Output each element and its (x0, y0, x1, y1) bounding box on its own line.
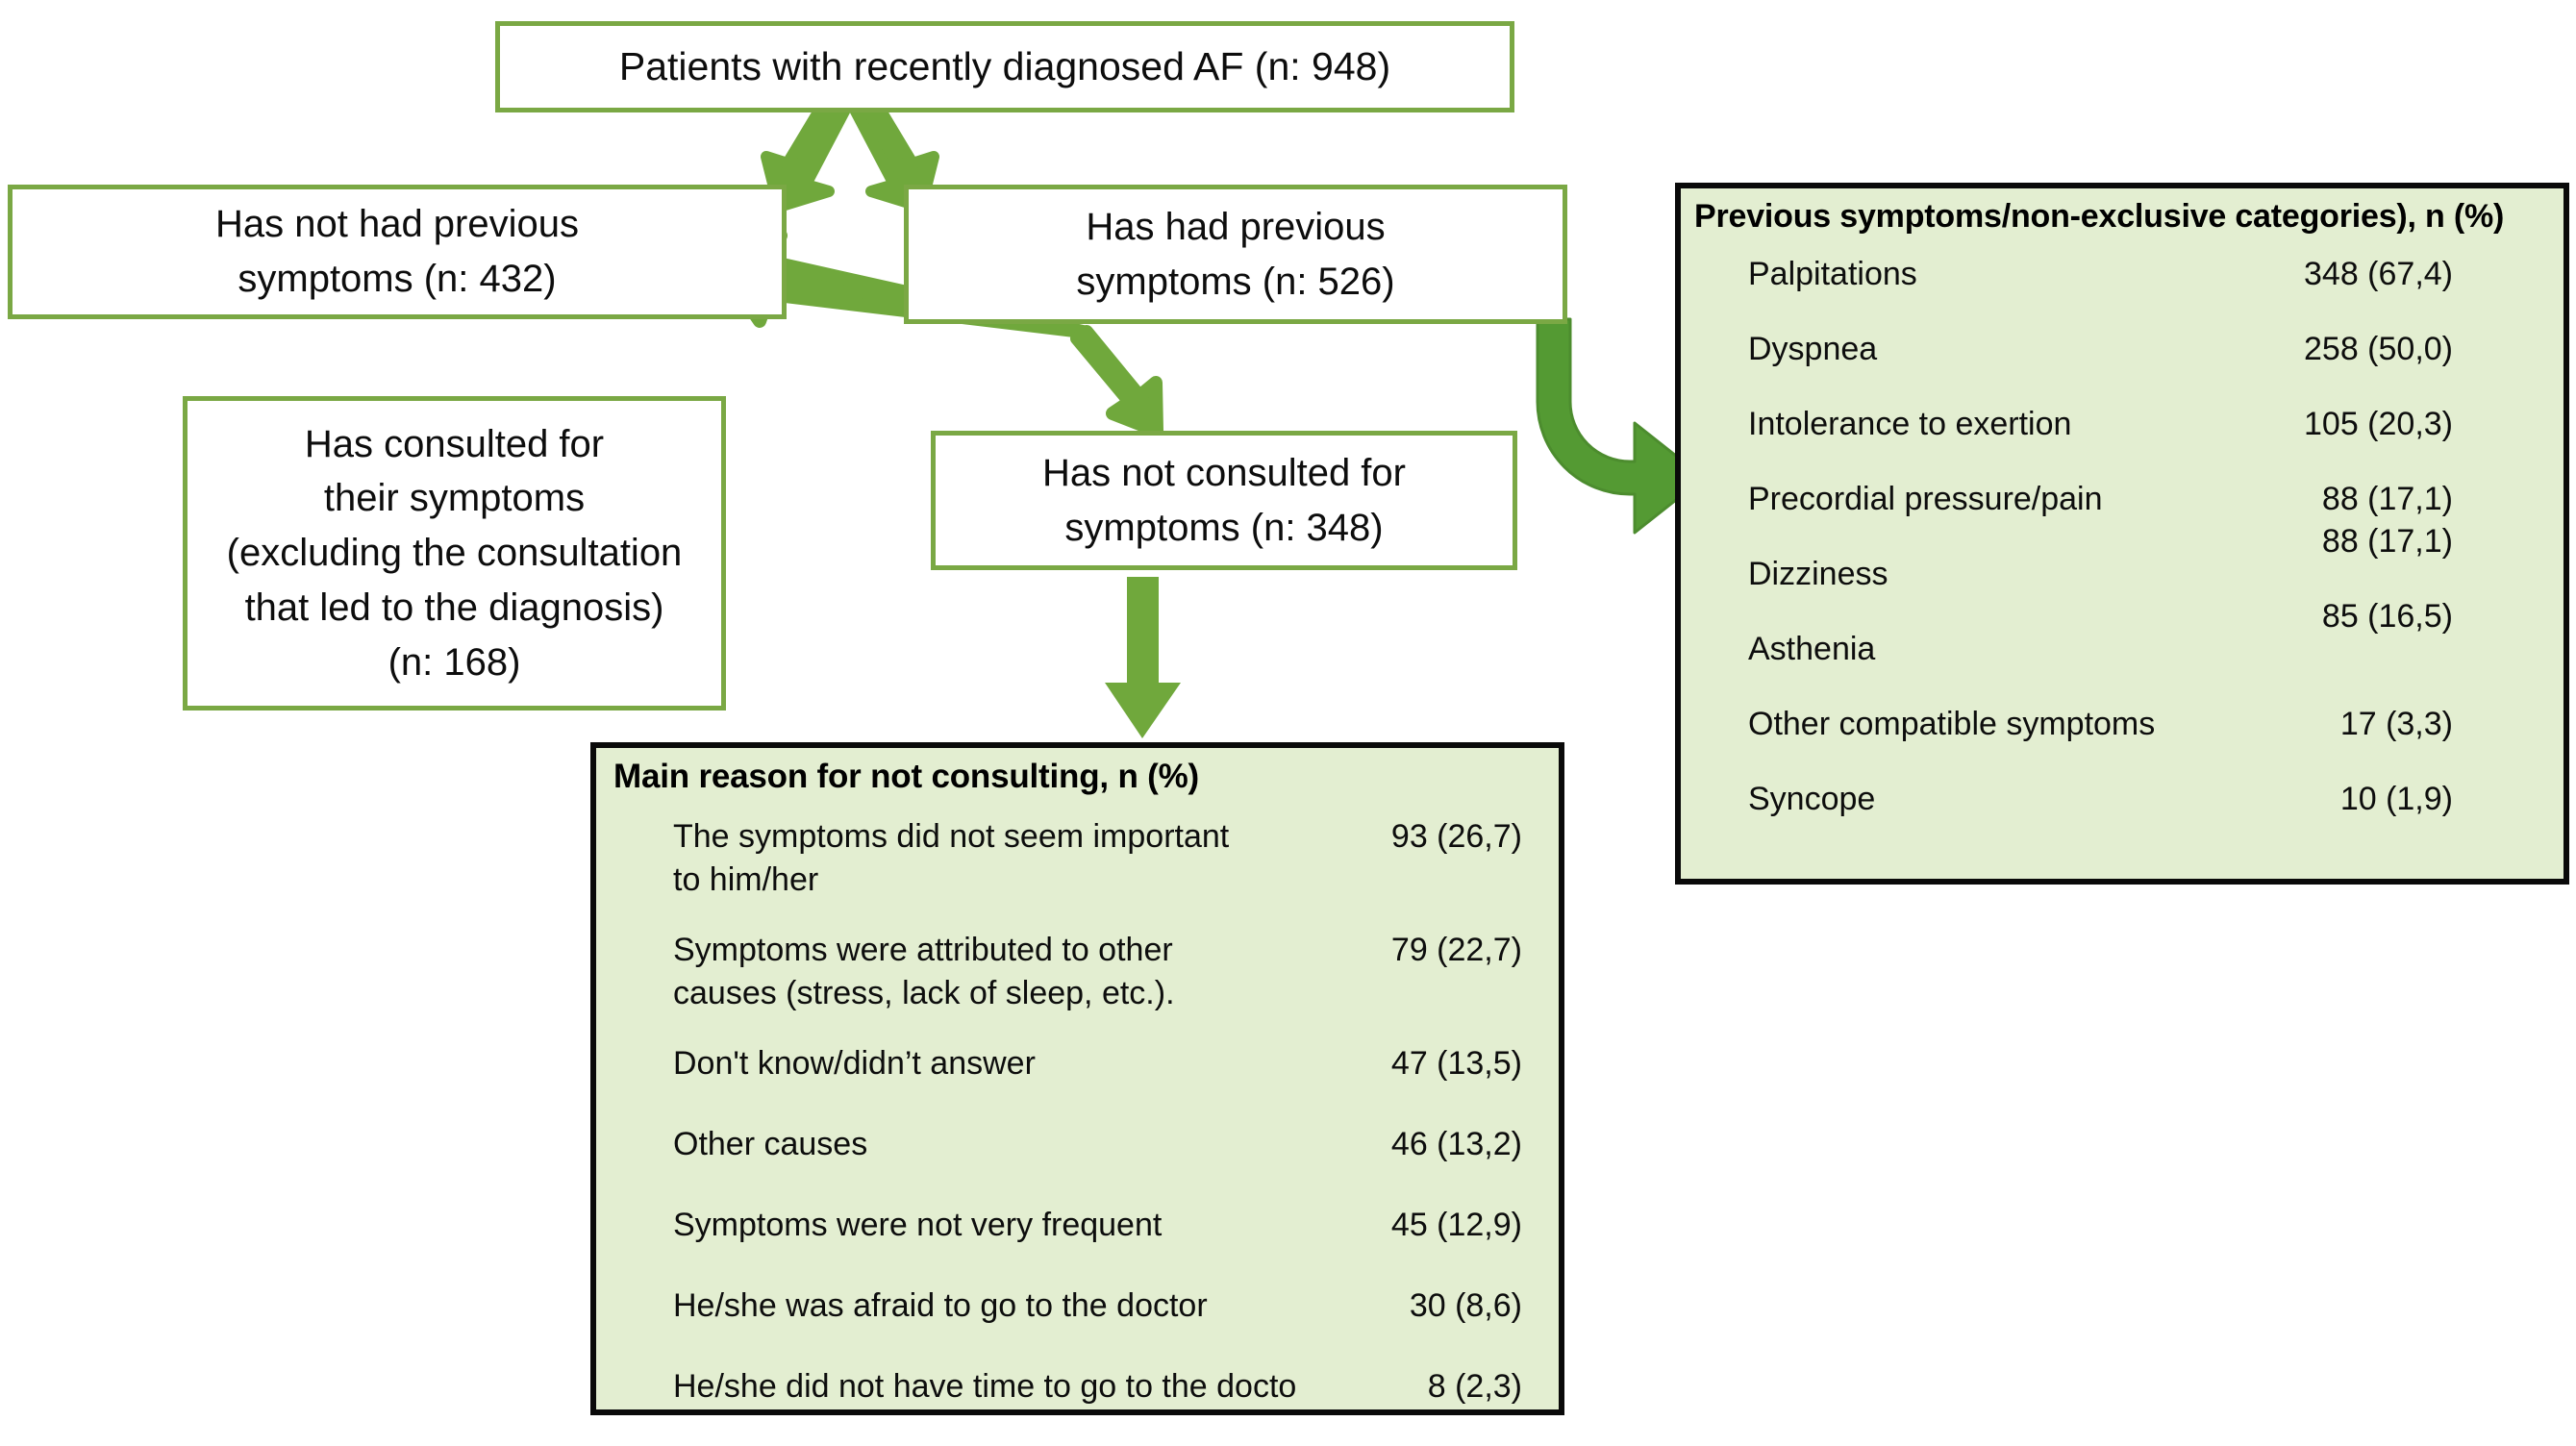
reason-row-value: 46 (13,2) (1390, 1126, 1522, 1162)
reason-row-label: Symptoms were not very frequent (673, 1207, 1163, 1243)
reason-row-value: 79 (22,7) (1390, 932, 1522, 968)
symptom-row-label: Dyspnea (1748, 331, 1878, 367)
panel-previous-symptoms: Previous symptoms/non-exclusive categori… (1675, 183, 2569, 885)
box-total-patients: Patients with recently diagnosed AF (n: … (495, 21, 1514, 112)
symptom-row-value: 88 (17,1) (2321, 523, 2453, 560)
reason-row-label: Symptoms were attributed to other causes… (673, 932, 1175, 1011)
symptom-row: Syncope 10 (1,9) (1681, 778, 2563, 853)
reason-row-label: Other causes (673, 1126, 868, 1162)
reason-row-label: He/she was afraid to go to the doctor (673, 1287, 1208, 1324)
symptom-row-value: 105 (20,3) (2304, 406, 2453, 442)
symptom-row: Dizziness 88 (17,1) (1681, 523, 2563, 628)
symptom-row-value: 348 (67,4) (2304, 256, 2453, 292)
symptom-row-label: Syncope (1748, 781, 1876, 817)
panel-main-reasons-title: Main reason for not consulting, n (%) (613, 758, 1199, 795)
box-has-previous-symptoms: Has had previous symptoms (n: 526) (904, 185, 1567, 324)
symptom-row: Other compatible symptoms 17 (3,3) (1681, 703, 2563, 778)
box-has-consulted: Has consulted for their symptoms (exclud… (183, 396, 726, 711)
symptom-row: Precordial pressure/pain 88 (17,1) (1681, 478, 2563, 553)
symptom-row-label: Other compatible symptoms (1748, 706, 2156, 742)
symptom-row-label: Palpitations (1748, 256, 1917, 292)
reason-row-value: 30 (8,6) (1409, 1287, 1522, 1324)
symptoms-row-list: Palpitations 348 (67,4) Dyspnea 258 (50,0) I… (1681, 239, 2563, 853)
box-has-not-consulted: Has not consulted for symptoms (n: 348) (931, 431, 1517, 570)
symptom-row: Palpitations 348 (67,4) (1681, 253, 2563, 328)
symptom-row-label: Intolerance to exertion (1748, 406, 2072, 442)
reasons-row-list: The symptoms did not seem important to h… (596, 800, 1559, 1446)
symptom-row: Dyspnea 258 (50,0) (1681, 328, 2563, 403)
reason-row-value: 8 (2,3) (1427, 1368, 1522, 1405)
symptom-row-value: 88 (17,1) (2321, 481, 2453, 517)
reason-row-value: 47 (13,5) (1390, 1045, 1522, 1082)
symptom-row-value: 258 (50,0) (2304, 331, 2453, 367)
reason-row: He/she was afraid to go to the doctor 30 … (596, 1284, 1559, 1365)
reason-row: Other causes 46 (13,2) (596, 1123, 1559, 1204)
panel-main-reasons: Main reason for not consulting, n (%) Th… (590, 742, 1564, 1415)
symptom-row-value: 17 (3,3) (2339, 706, 2453, 742)
reason-row-label: He/she did not have time to go to the do… (673, 1368, 1297, 1405)
reason-row: Don't know/didn’t answer 47 (13,5) (596, 1042, 1559, 1123)
arrow-down-to-reasons (1105, 577, 1181, 738)
reason-row-label: Don't know/didn’t answer (673, 1045, 1036, 1082)
symptom-row-value: 10 (1,9) (2339, 781, 2453, 817)
reason-row-value: 93 (26,7) (1390, 818, 1522, 855)
box-total-patients-label: Patients with recently diagnosed AF (n: … (618, 44, 1391, 89)
box-has-not-consulted-label: Has not consulted for symptoms (n: 348) (1042, 451, 1406, 549)
reason-row: The symptoms did not seem important to h… (596, 815, 1559, 929)
reason-row: He/she did not have time to go to the do… (596, 1365, 1559, 1446)
symptom-row: Intolerance to exertion 105 (20,3) (1681, 403, 2563, 478)
reason-row-value: 45 (12,9) (1390, 1207, 1522, 1243)
arrow-hasprev-to-notconsulted (1070, 325, 1163, 437)
symptom-row-label: Precordial pressure/pain (1748, 481, 2103, 517)
box-has-previous-symptoms-label: Has had previous symptoms (n: 526) (1076, 205, 1395, 303)
reason-row: Symptoms were not very frequent 45 (12,9) (596, 1204, 1559, 1284)
box-no-previous-symptoms: Has not had previous symptoms (n: 432) (8, 185, 787, 319)
reason-row-label: The symptoms did not seem important to h… (673, 818, 1230, 898)
arrow-curved-to-symptoms (1515, 317, 1706, 535)
symptom-row: Asthenia 85 (16,5) (1681, 598, 2563, 703)
box-has-consulted-label: Has consulted for their symptoms (exclud… (226, 422, 683, 684)
panel-previous-symptoms-title: Previous symptoms/non-exclusive categori… (1694, 198, 2505, 235)
symptom-row-label: Asthenia (1748, 631, 1876, 667)
symptom-row-label: Dizziness (1748, 556, 1888, 592)
symptom-row-value: 85 (16,5) (2321, 598, 2453, 635)
box-no-previous-symptoms-label: Has not had previous symptoms (n: 432) (214, 203, 579, 300)
reason-row: Symptoms were attributed to other causes… (596, 929, 1559, 1042)
